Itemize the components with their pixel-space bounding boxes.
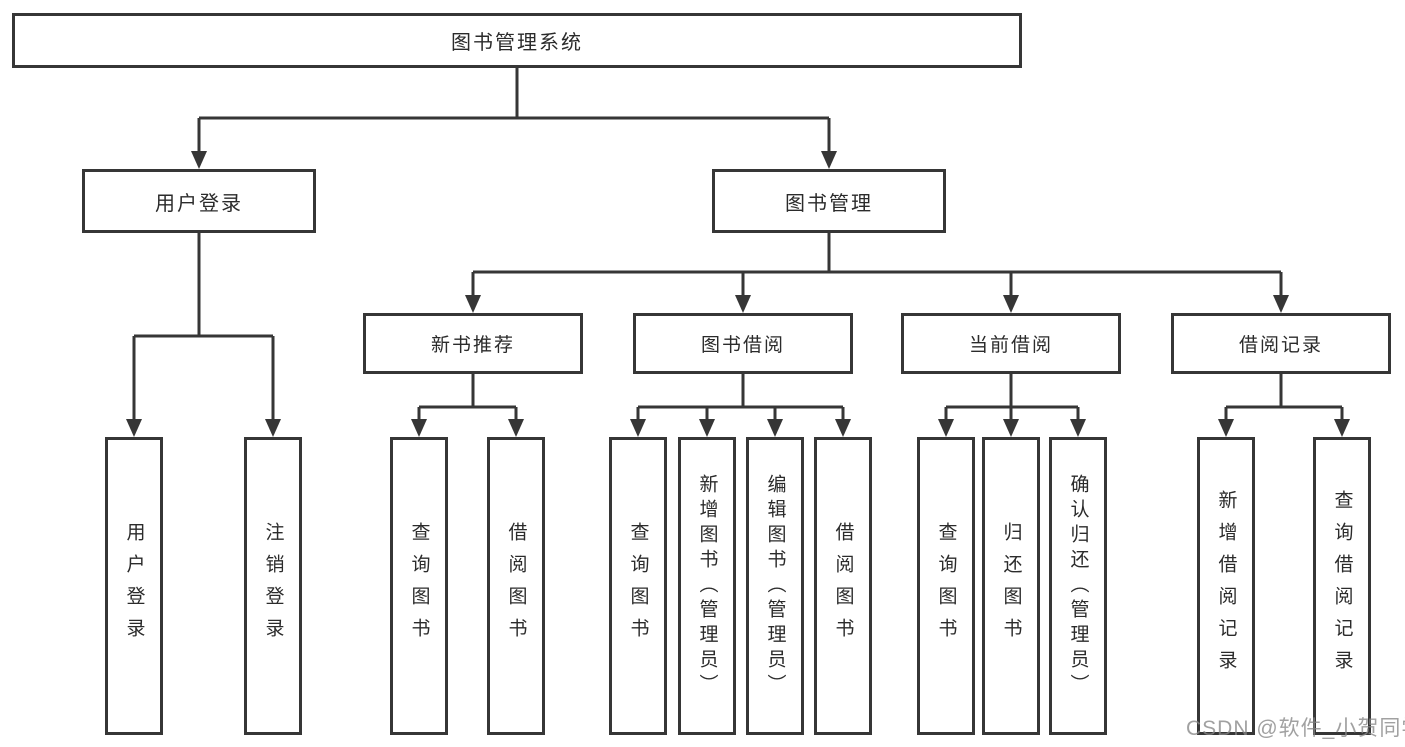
leaf-add-books-admin: 新增图书（管理员） [678, 437, 736, 735]
node-new-book-recommend: 新书推荐 [363, 313, 583, 374]
leaf-return-books: 归还图书 [982, 437, 1040, 735]
leaf-query-books-1: 查询图书 [390, 437, 448, 735]
node-book-management: 图书管理 [712, 169, 946, 233]
leaf-edit-books-admin: 编辑图书（管理员） [746, 437, 804, 735]
leaf-label: 编辑图书（管理员） [764, 473, 786, 699]
leaf-borrow-books-2: 借阅图书 [814, 437, 872, 735]
node-book-borrowing: 图书借阅 [633, 313, 853, 374]
node-label: 新书推荐 [430, 335, 515, 356]
leaf-query-borrow-record: 查询借阅记录 [1313, 437, 1371, 735]
node-user-login: 用户登录 [82, 169, 316, 233]
node-label: 借阅记录 [1238, 335, 1323, 356]
watermark: CSDN @软件_小贺同学 [1186, 717, 1405, 740]
node-borrowing-records: 借阅记录 [1171, 313, 1391, 374]
leaf-query-books-3: 查询图书 [917, 437, 975, 735]
leaf-label: 借阅图书 [832, 522, 854, 650]
leaf-label: 用户登录 [123, 522, 145, 650]
leaf-logout: 注销登录 [244, 437, 302, 735]
leaf-user-login: 用户登录 [105, 437, 163, 735]
node-label: 当前借阅 [968, 335, 1053, 356]
node-label: 图书管理系统 [451, 32, 583, 54]
leaf-label: 新增借阅记录 [1215, 490, 1237, 682]
leaf-label: 查询图书 [408, 522, 430, 650]
node-label: 用户登录 [155, 192, 243, 215]
leaf-confirm-return-admin: 确认归还（管理员） [1049, 437, 1107, 735]
leaf-label: 查询图书 [935, 522, 957, 650]
leaf-label: 注销登录 [262, 522, 284, 650]
leaf-label: 归还图书 [1000, 522, 1022, 650]
node-label: 图书借阅 [700, 335, 785, 356]
node-root: 图书管理系统 [12, 13, 1022, 68]
leaf-label: 新增图书（管理员） [696, 473, 718, 699]
leaf-borrow-books-1: 借阅图书 [487, 437, 545, 735]
leaf-label: 查询图书 [627, 522, 649, 650]
leaf-label: 借阅图书 [505, 522, 527, 650]
leaf-label: 查询借阅记录 [1331, 490, 1353, 682]
leaf-add-borrow-record: 新增借阅记录 [1197, 437, 1255, 735]
node-label: 图书管理 [785, 192, 873, 215]
node-current-borrowing: 当前借阅 [901, 313, 1121, 374]
leaf-query-books-2: 查询图书 [609, 437, 667, 735]
leaf-label: 确认归还（管理员） [1067, 473, 1089, 699]
arrowheads [126, 151, 1350, 437]
